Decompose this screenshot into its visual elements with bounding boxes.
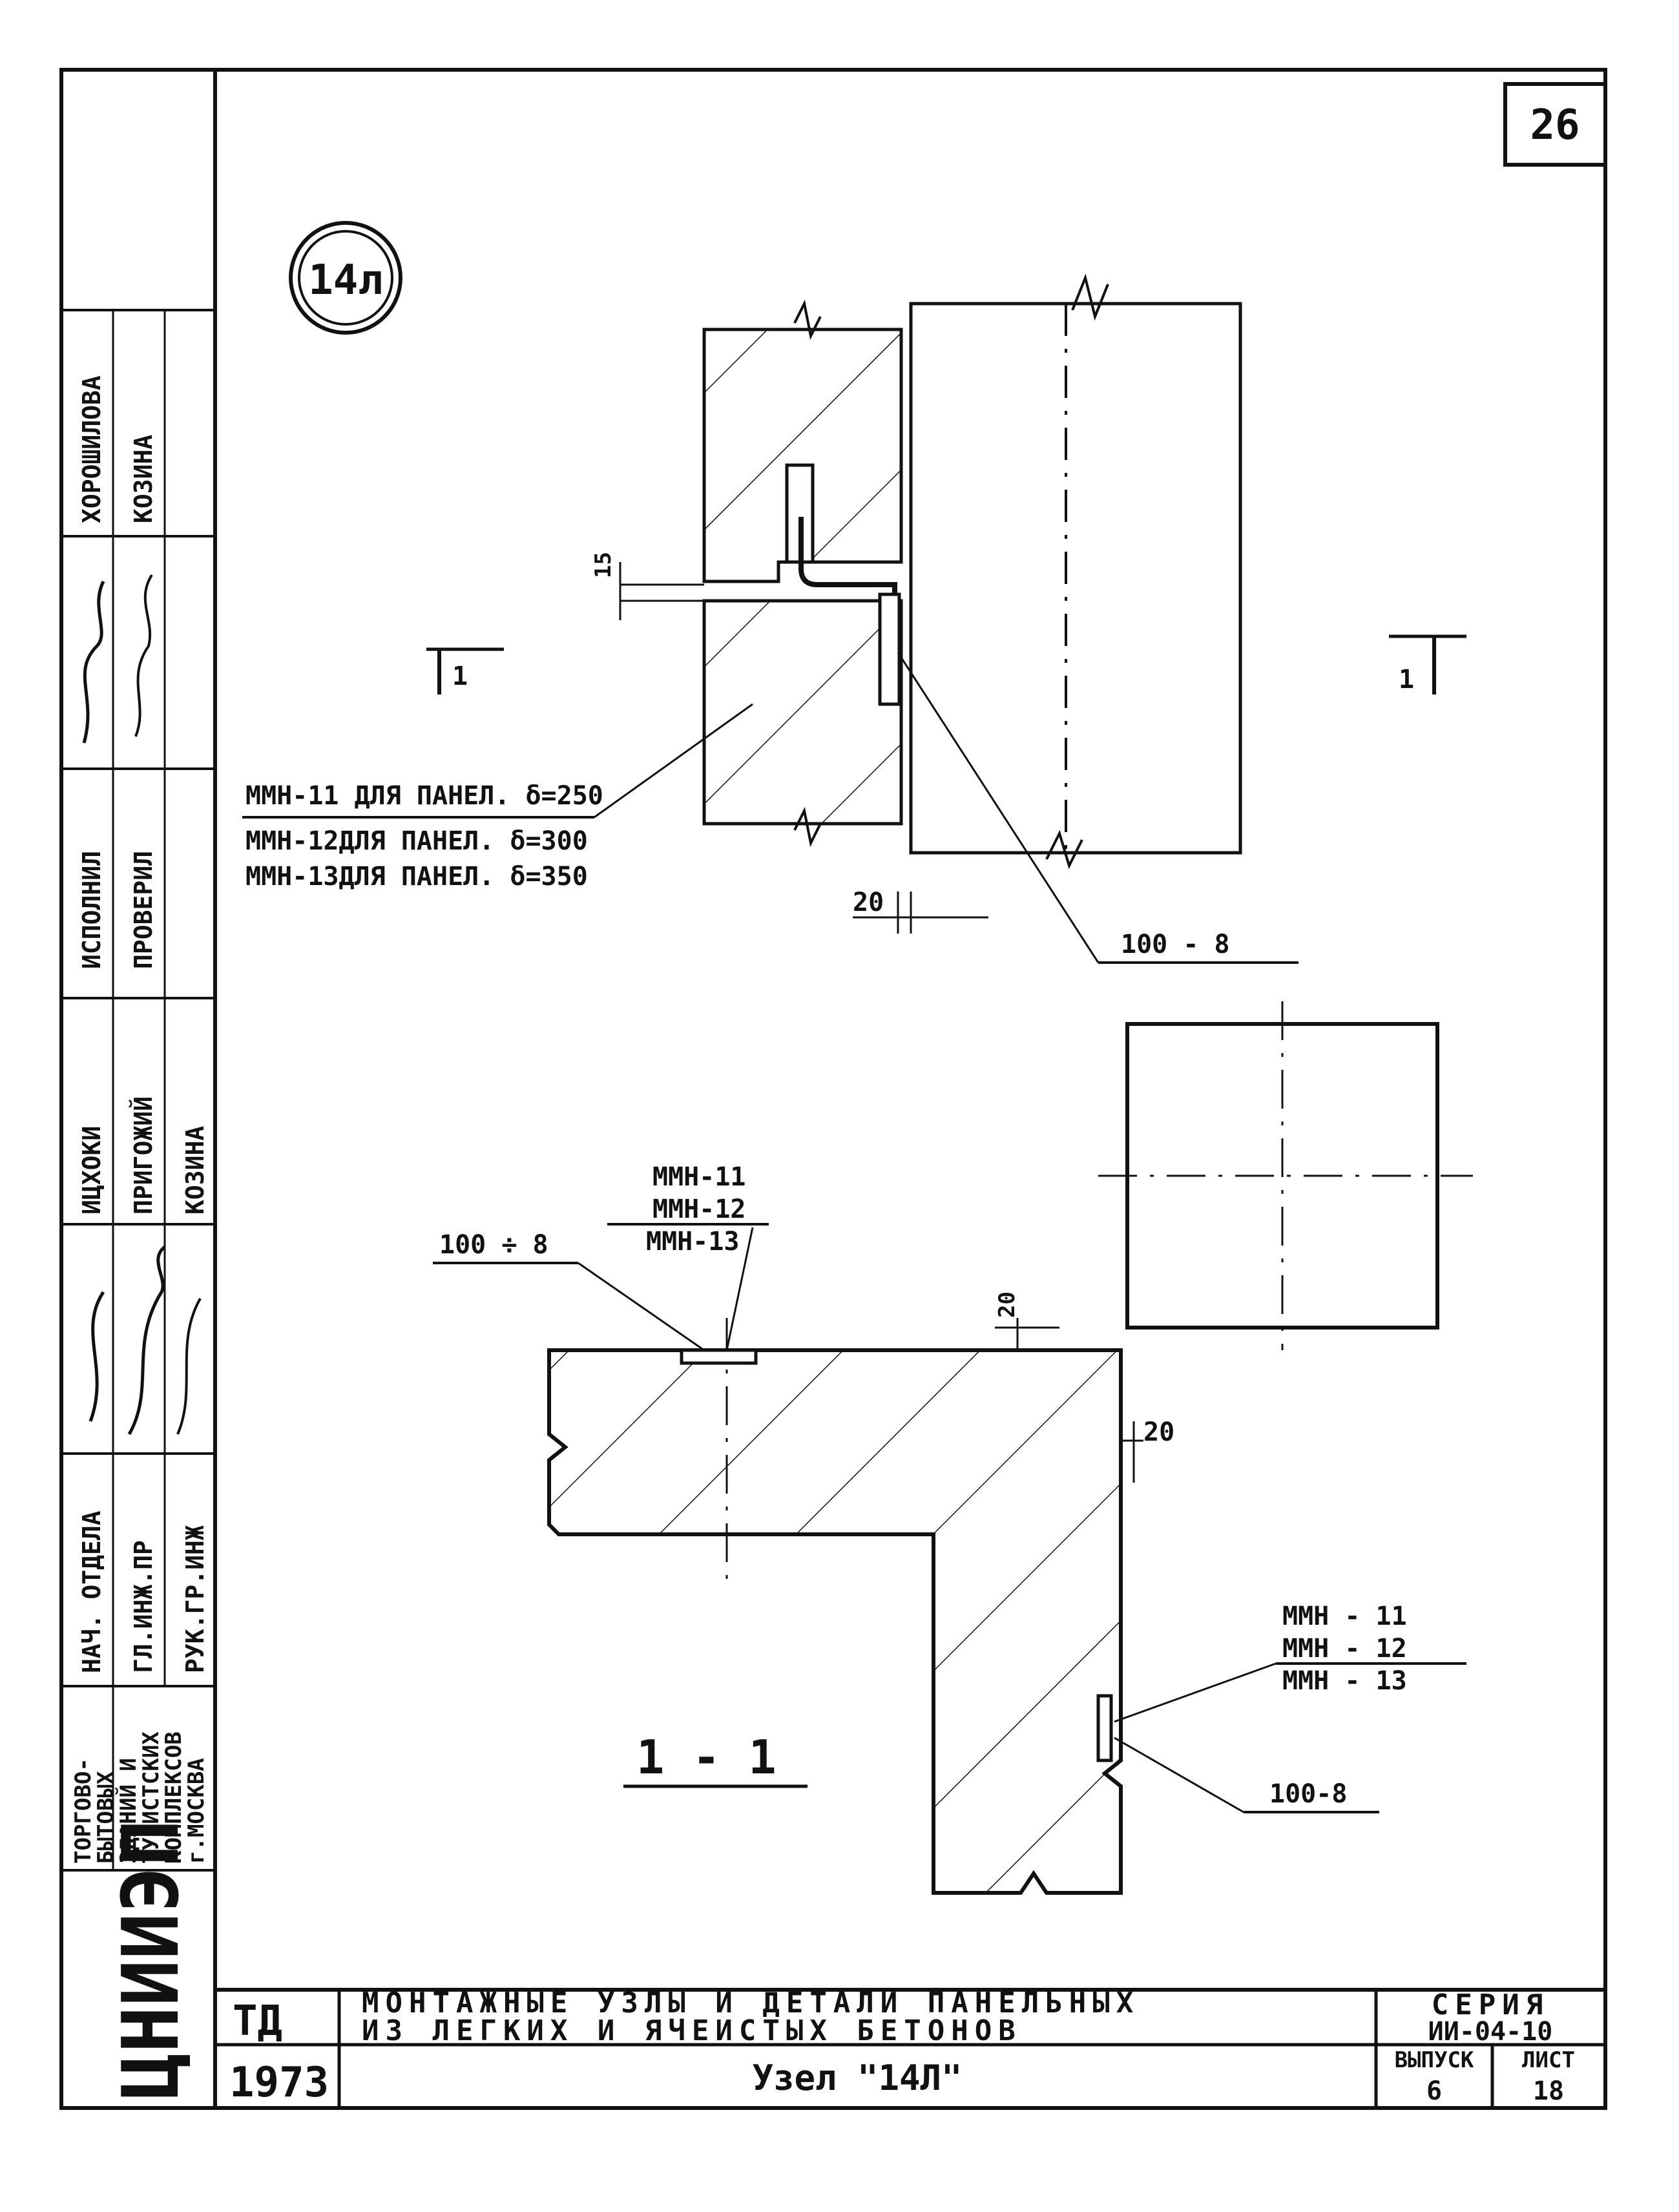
side-insert-2: ММН - 12 <box>1282 1634 1407 1664</box>
org-line-2: БЫТОВЫХ <box>93 1771 119 1864</box>
side-plate <box>1096 1694 1113 1762</box>
section-mark-right: 1 <box>1399 665 1414 694</box>
section-1-1: ММН-11 ММН-12 ММН-13 100 ÷ 8 20 20 ММН -… <box>433 1162 1466 1895</box>
elevation-view: 15 1 1 ММН-11 ДЛЯ ПАНЕЛ. δ=250 ММН-12ДЛЯ… <box>242 273 1466 964</box>
org-line-3: ЗДАНИЙ И <box>115 1758 141 1864</box>
column <box>909 302 1242 855</box>
dim-20-right: 20 <box>1143 1417 1174 1447</box>
name-kozina-1: КОЗИНА <box>129 435 158 523</box>
insert-label-1: ММН-11 ДЛЯ ПАНЕЛ. δ=250 <box>245 781 603 811</box>
org-line-1: ТОРГОВО- <box>70 1758 96 1864</box>
name-prigozhiy: ПРИГОЖИЙ <box>129 1096 158 1215</box>
anchor-bar <box>798 517 897 698</box>
node-mark-circle: 14л <box>289 221 402 335</box>
outer-frame <box>59 68 1607 2110</box>
role-ispolnil: ИСПОЛНИЛ <box>78 851 106 969</box>
dim-20-top: 20 <box>994 1291 1020 1318</box>
sheet-number-box <box>1503 82 1607 167</box>
org-line-6: г.МОСКВА <box>183 1758 209 1864</box>
node-mark-label: 14л <box>308 256 383 304</box>
title-block: ТД 1973 МОНТАЖНЫЕ УЗЛЫ И ДЕТАЛИ ПАНЕЛЬНЫ… <box>215 1987 1605 2108</box>
series-label: СЕРИЯ <box>1432 1988 1549 2021</box>
section-mark-left: 1 <box>452 662 468 691</box>
signature-4 <box>127 1246 166 1435</box>
signature-1 <box>82 580 105 744</box>
series-value: ИИ-04-10 <box>1428 2017 1553 2047</box>
top-insert-1: ММН-11 <box>652 1162 746 1192</box>
side-table: ИСПОЛНИЛ ПРОВЕРИЛ ХОРОШИЛОВА КОЗИНА НАЧ.… <box>61 309 215 2100</box>
concrete-corner-section <box>547 1348 1123 1895</box>
name-khoroshilova: ХОРОШИЛОВА <box>78 375 106 523</box>
org-line-4: ТУРИСТСКИХ <box>138 1731 164 1864</box>
signature-3 <box>89 1291 105 1422</box>
top-plate-label: 100 ÷ 8 <box>439 1230 548 1260</box>
column-plan <box>1098 1001 1473 1350</box>
role-proveril: ПРОВЕРИЛ <box>129 851 158 969</box>
td-mark: ТД <box>233 1998 282 2045</box>
sheet-value: 18 <box>1533 2076 1564 2106</box>
role-nach-otdela: НАЧ. ОТДЕЛА <box>78 1510 106 1673</box>
sheet-number: 26 <box>1530 101 1580 149</box>
insert-label-2: ММН-12ДЛЯ ПАНЕЛ. δ=300 <box>245 826 588 856</box>
issue-value: 6 <box>1426 2076 1442 2106</box>
signature-5 <box>176 1298 202 1435</box>
year: 1973 <box>229 2059 329 2107</box>
side-plate-label: 100-8 <box>1269 1779 1347 1809</box>
node-title: Узел "14Л" <box>752 2058 962 2098</box>
signature-2 <box>134 574 153 737</box>
side-insert-3: ММН - 13 <box>1282 1666 1407 1696</box>
name-kozina-2: КОЗИНА <box>181 1126 209 1215</box>
dim-20-elevation: 20 <box>853 888 884 917</box>
dim-15: 15 <box>590 552 616 578</box>
side-insert-1: ММН - 11 <box>1282 1602 1407 1631</box>
title-line-1: МОНТАЖНЫЕ УЗЛЫ И ДЕТАЛИ ПАНЕЛЬНЫХ <box>362 1987 1140 2019</box>
top-insert-2: ММН-12 <box>652 1195 746 1224</box>
name-itskhoki: ИЦХОКИ <box>78 1126 106 1215</box>
lower-wall-panel <box>702 599 903 826</box>
role-gl-inzh: ГЛ.ИНЖ.ПР <box>129 1540 158 1673</box>
role-ruk-gr: РУК.ГР.ИНЖ <box>181 1525 209 1673</box>
title-line-2: ИЗ ЛЕГКИХ И ЯЧЕИСТЫХ БЕТОНОВ <box>362 2014 1022 2047</box>
sheet-label: ЛИСТ <box>1522 2047 1575 2073</box>
connection-plate <box>878 592 901 706</box>
section-title: 1 - 1 <box>636 1730 777 1784</box>
top-plate <box>680 1348 758 1365</box>
org-line-5: КОМПЛЕКСОВ <box>161 1731 187 1864</box>
plate-label-elevation: 100 - 8 <box>1121 930 1230 959</box>
issue-label: ВЫПУСК <box>1395 2047 1474 2073</box>
insert-label-3: ММН-13ДЛЯ ПАНЕЛ. δ=350 <box>245 862 588 892</box>
top-insert-3: ММН-13 <box>646 1227 740 1257</box>
institute-logo: ЦНИИЭП <box>107 1820 196 2100</box>
